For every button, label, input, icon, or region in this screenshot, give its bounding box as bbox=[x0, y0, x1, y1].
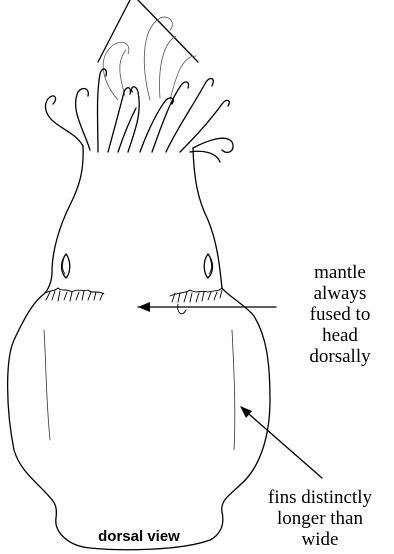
mantle-label-line-4: head bbox=[284, 325, 394, 346]
mantle-fused-label: mantle always fused to head dorsally bbox=[284, 262, 394, 367]
fins-label-line-1: fins distinctly bbox=[250, 487, 390, 508]
fin-contour-lines bbox=[44, 330, 235, 450]
eyes bbox=[62, 254, 213, 278]
mantle-fringe bbox=[44, 288, 222, 314]
arms-pointer-arrows bbox=[98, 0, 198, 62]
background-tentacles bbox=[103, 17, 196, 100]
figure-caption: dorsal view bbox=[74, 528, 204, 545]
mantle-label-line-5: dorsally bbox=[284, 346, 394, 367]
mantle-label-line-1: mantle bbox=[284, 262, 394, 283]
fins-label-line-3: wide bbox=[250, 529, 390, 550]
mantle-label-line-2: always bbox=[284, 283, 394, 304]
mantle-label-line-3: fused to bbox=[284, 304, 394, 325]
body-outline bbox=[8, 146, 270, 550]
arms bbox=[46, 69, 234, 162]
fins-label: fins distinctly longer than wide bbox=[250, 487, 390, 550]
fins-label-line-2: longer than bbox=[250, 508, 390, 529]
